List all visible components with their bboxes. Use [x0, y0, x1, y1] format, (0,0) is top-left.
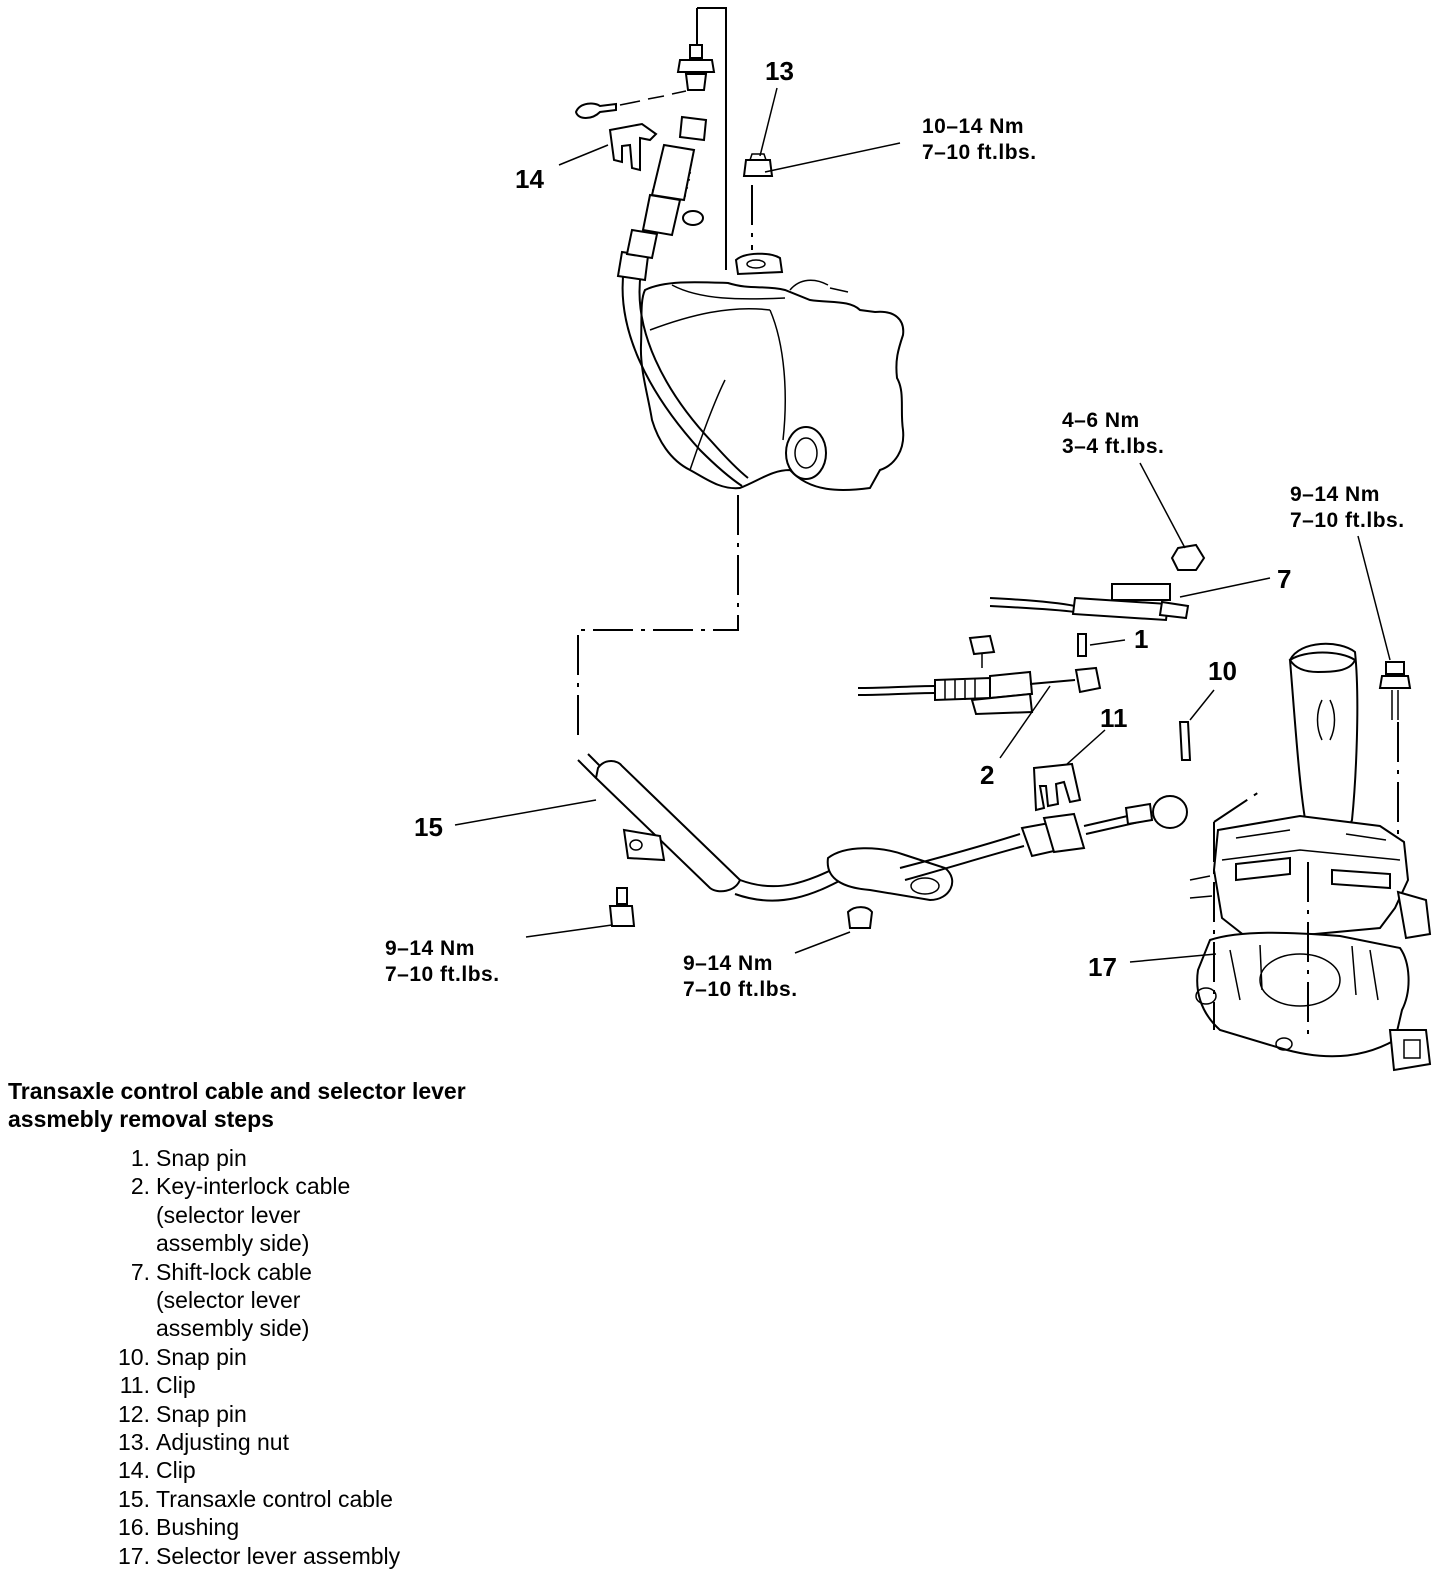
- callout-2: 2: [980, 760, 994, 790]
- clip-14: [608, 122, 658, 172]
- step-item: 13.Adjusting nut: [100, 1428, 520, 1456]
- step-text: Clip: [156, 1457, 196, 1484]
- step-item: 1.Snap pin: [100, 1144, 520, 1172]
- key-interlock-cable-2: [857, 634, 1102, 716]
- removal-steps-title-line2: assmebly removal steps: [8, 1106, 274, 1132]
- step-text: Bushing: [156, 1514, 240, 1541]
- step-number: 15.: [118, 1485, 150, 1512]
- step-number: 14.: [118, 1457, 150, 1484]
- bushing-top: [682, 210, 704, 226]
- callout-11: 11: [1100, 703, 1128, 733]
- bushing-16: [846, 906, 874, 929]
- torque-center-nm: 9–14 Nm: [683, 952, 773, 975]
- transaxle-case: [639, 279, 905, 492]
- step-text: Snap pin: [156, 1400, 247, 1427]
- torque-left-ft: 7–10 ft.lbs.: [385, 963, 500, 986]
- step-text: Transaxle control cable: [156, 1485, 393, 1512]
- exploded-parts-diagram: 13 14 1 7 10 11 2 15 17 10–14 Nm 7–10 ft…: [385, 7, 1432, 1072]
- transaxle-control-cable-upper-end: [616, 115, 749, 487]
- step-text: Clip: [156, 1372, 196, 1399]
- selector-lever-assembly-17: [1189, 642, 1432, 1072]
- snap-pin-top: [574, 90, 687, 119]
- callout-1: 1: [1134, 624, 1148, 654]
- torque-center-ft: 7–10 ft.lbs.: [683, 978, 798, 1001]
- leader-lines: [454, 87, 1391, 963]
- step-number: 16.: [118, 1514, 150, 1541]
- step-text: Shift-lock cable (selector lever assembl…: [156, 1258, 312, 1342]
- step-item: 14.Clip: [100, 1456, 520, 1484]
- step-number: 10.: [118, 1343, 150, 1370]
- torque-right-nm: 9–14 Nm: [1290, 483, 1380, 506]
- step-item: 11.Clip: [100, 1371, 520, 1399]
- callout-7: 7: [1277, 564, 1291, 594]
- clip-11: [1032, 762, 1082, 812]
- shift-lock-cable-7: [989, 543, 1206, 622]
- callout-10: 10: [1208, 656, 1237, 686]
- torque-top-nm: 10–14 Nm: [922, 115, 1024, 138]
- snap-pin-10: [1178, 721, 1192, 761]
- removal-steps-title: Transaxle control cable and selector lev…: [8, 1077, 608, 1133]
- step-text: Key-interlock cable (selector lever asse…: [156, 1173, 351, 1257]
- step-item: 15.Transaxle control cable: [100, 1485, 520, 1513]
- step-item: 12.Snap pin: [100, 1400, 520, 1428]
- step-number: 12.: [118, 1400, 150, 1427]
- step-item: 17.Selector lever assembly: [100, 1542, 520, 1570]
- case-bracket: [734, 252, 784, 276]
- snap-pin-1: [1077, 633, 1087, 657]
- top-bolt: [676, 44, 716, 91]
- step-item: 10.Snap pin: [100, 1343, 520, 1371]
- torque-mid-nm: 4–6 Nm: [1062, 409, 1140, 432]
- transaxle-control-cable-15: [577, 753, 1188, 902]
- step-text: Adjusting nut: [156, 1429, 289, 1456]
- step-item: 2.Key-interlock cable (selector lever as…: [100, 1172, 520, 1257]
- step-number: 2.: [130, 1173, 150, 1200]
- torque-mid-ft: 3–4 ft.lbs.: [1062, 435, 1164, 458]
- callout-14: 14: [515, 164, 544, 194]
- callout-17: 17: [1088, 952, 1117, 982]
- step-text: Snap pin: [156, 1145, 247, 1171]
- step-number: 1.: [130, 1145, 150, 1171]
- step-number: 13.: [118, 1429, 150, 1456]
- torque-right-ft: 7–10 ft.lbs.: [1290, 509, 1405, 532]
- lower-bolt-left: [608, 887, 636, 927]
- step-number: 11.: [119, 1372, 150, 1399]
- step-item: 7.Shift-lock cable (selector lever assem…: [100, 1258, 520, 1343]
- torque-top-ft: 7–10 ft.lbs.: [922, 141, 1037, 164]
- step-item: 16.Bushing: [100, 1513, 520, 1541]
- removal-steps-list: 1.Snap pin 2.Key-interlock cable (select…: [100, 1144, 520, 1570]
- adjusting-nut-13: [742, 153, 774, 177]
- step-text: Selector lever assembly: [156, 1542, 401, 1569]
- callout-15: 15: [414, 812, 443, 842]
- step-number: 7.: [130, 1258, 150, 1285]
- removal-steps-title-line1: Transaxle control cable and selector lev…: [8, 1078, 466, 1104]
- step-number: 17.: [118, 1542, 150, 1569]
- torque-left-nm: 9–14 Nm: [385, 937, 475, 960]
- callout-13: 13: [765, 56, 794, 86]
- step-text: Snap pin: [156, 1343, 247, 1370]
